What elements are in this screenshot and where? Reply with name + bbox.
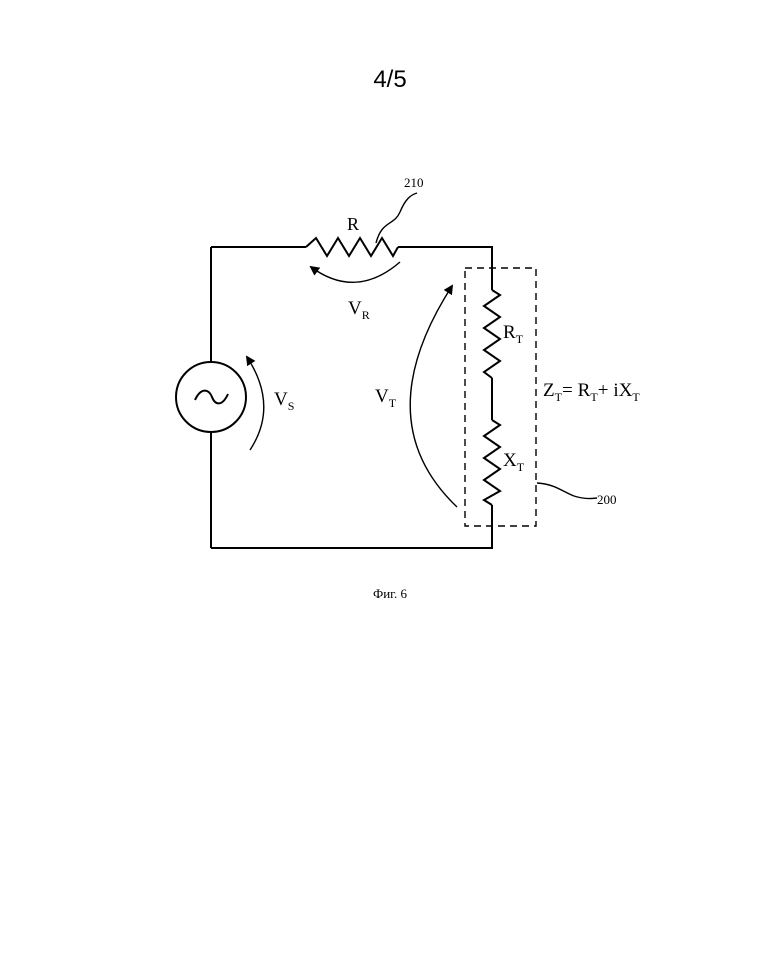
xt-sub: T bbox=[517, 460, 525, 474]
vt-main: V bbox=[375, 386, 389, 407]
eq-ix-main: iX bbox=[613, 380, 632, 401]
vt-label: VT bbox=[375, 386, 397, 410]
vr-arrow bbox=[311, 262, 400, 282]
ref-200-label: 200 bbox=[597, 492, 617, 507]
leader-210 bbox=[376, 193, 417, 243]
ac-source-tilde-icon bbox=[195, 391, 228, 404]
rt-sub: T bbox=[516, 332, 524, 346]
reactance-xt-zigzag bbox=[484, 420, 500, 505]
zt-main: Z bbox=[543, 380, 555, 401]
vs-main: V bbox=[274, 389, 288, 410]
vr-label: VR bbox=[348, 298, 370, 322]
eq-sign: = bbox=[562, 380, 573, 401]
eq-r-main: R bbox=[578, 380, 591, 401]
figure-caption: Фиг. 6 bbox=[0, 586, 780, 602]
vr-sub: R bbox=[362, 308, 370, 322]
vs-arrow bbox=[247, 357, 264, 450]
ref-210-label: 210 bbox=[404, 175, 424, 190]
resistor-r-label: R bbox=[347, 214, 359, 234]
leader-200 bbox=[537, 483, 597, 499]
rt-label: RT bbox=[503, 322, 524, 346]
eq-plus: + bbox=[598, 380, 609, 401]
eq-ix-sub: T bbox=[632, 390, 640, 404]
zt-equation: ZT=RT+iXT bbox=[543, 380, 640, 404]
rt-main: R bbox=[503, 322, 516, 343]
xt-main: X bbox=[503, 450, 517, 471]
vt-arrow bbox=[410, 286, 457, 507]
resistor-r-zigzag bbox=[306, 238, 398, 256]
vr-main: V bbox=[348, 298, 362, 319]
resistor-rt-zigzag bbox=[484, 290, 500, 378]
vs-label: VS bbox=[274, 389, 294, 413]
xt-label: XT bbox=[503, 450, 525, 474]
load-dashed-box bbox=[465, 268, 536, 526]
vs-sub: S bbox=[288, 399, 295, 413]
vt-sub: T bbox=[389, 396, 397, 410]
wire-bottom bbox=[211, 505, 492, 548]
